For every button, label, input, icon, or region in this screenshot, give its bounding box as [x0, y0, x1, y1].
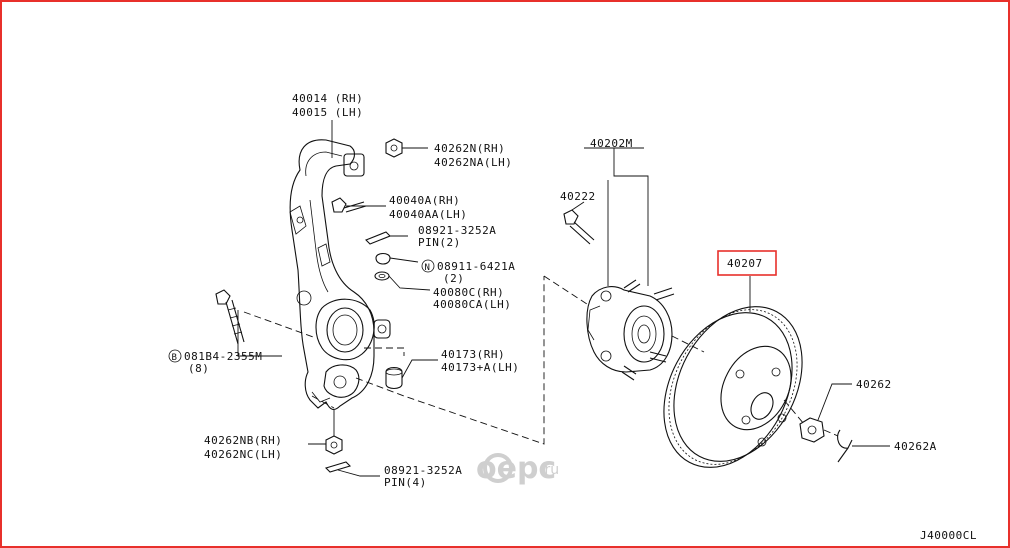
- label-bolt-rh: 40040A(RH): [389, 194, 460, 207]
- svg-text:B: B: [172, 353, 178, 363]
- watermark: oepc .ru: [476, 451, 559, 486]
- hub-nut-40262: [799, 417, 825, 443]
- label-cotter: 40262A: [894, 440, 937, 453]
- label-washer-lh: 40080CA(LH): [433, 298, 511, 311]
- label-nut-n-qty: (2): [443, 272, 464, 285]
- watermark-suffix: .ru: [540, 462, 559, 478]
- label-pin-bottom-part: 08921-3252A: [384, 464, 462, 477]
- label-bushing-rh: 40173(RH): [441, 348, 505, 361]
- label-disc: 40207: [727, 257, 763, 270]
- brake-disc: [663, 306, 803, 468]
- label-pin-top-qty: PIN(2): [418, 236, 461, 249]
- label-nut-bottom-lh: 40262NC(LH): [204, 448, 282, 461]
- label-ref-code: J40000CL: [920, 529, 977, 542]
- hub-bolt: [563, 209, 595, 245]
- label-knuckle-lh: 40015 (LH): [292, 106, 363, 119]
- label-knuckle-rh: 40014 (RH): [292, 92, 363, 105]
- label-nut-top-lh: 40262NA(LH): [434, 156, 512, 169]
- label-bolt-b-qty: (8): [188, 362, 209, 375]
- part-labels: 40014 (RH) 40015 (LH) 40262N(RH) 40262NA…: [184, 92, 977, 542]
- label-hub-assy: 40202M: [590, 137, 633, 150]
- circle-mark-b: B: [168, 349, 182, 363]
- label-nut-n-part: 08911-6421A: [437, 260, 515, 273]
- leader-lines: [237, 120, 890, 477]
- label-nut-top-rh: 40262N(RH): [434, 142, 505, 155]
- label-bolt-b-part: 081B4-2355M: [184, 350, 262, 363]
- label-nut-bottom-rh: 40262NB(RH): [204, 434, 282, 447]
- disc-highlight-box: [717, 250, 777, 276]
- steering-knuckle: [289, 139, 391, 411]
- svg-text:N: N: [425, 263, 431, 273]
- cotter-pin-40262a: [837, 429, 853, 463]
- label-hub-bolt: 40222: [560, 190, 596, 203]
- wheel-hub-assembly: [586, 279, 675, 381]
- label-washer-rh: 40080C(RH): [433, 286, 504, 299]
- label-pin-bottom-qty: PIN(4): [384, 476, 427, 489]
- watermark-text: oepc: [476, 451, 556, 486]
- knuckle-fasteners: [215, 138, 403, 473]
- label-pin-top-part: 08921-3252A: [418, 224, 496, 237]
- label-bolt-lh: 40040AA(LH): [389, 208, 467, 221]
- label-bushing-lh: 40173+A(LH): [441, 361, 519, 374]
- label-hub-nut: 40262: [856, 378, 892, 391]
- assembly-dashes: [243, 275, 839, 445]
- circle-mark-n: N: [421, 259, 435, 273]
